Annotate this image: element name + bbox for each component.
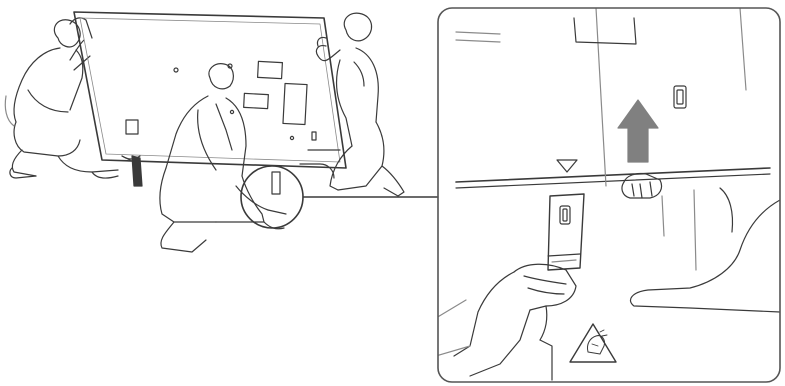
overview-hand [268,210,286,214]
kneeling-leg [630,188,780,312]
stand-piece-large [548,194,584,270]
detail-panel [436,8,780,382]
center-person [122,64,284,252]
pinch-warning-icon [570,324,616,362]
overview-scene [5,12,438,252]
stand-piece-small [272,172,280,194]
lower-hand [436,264,576,380]
